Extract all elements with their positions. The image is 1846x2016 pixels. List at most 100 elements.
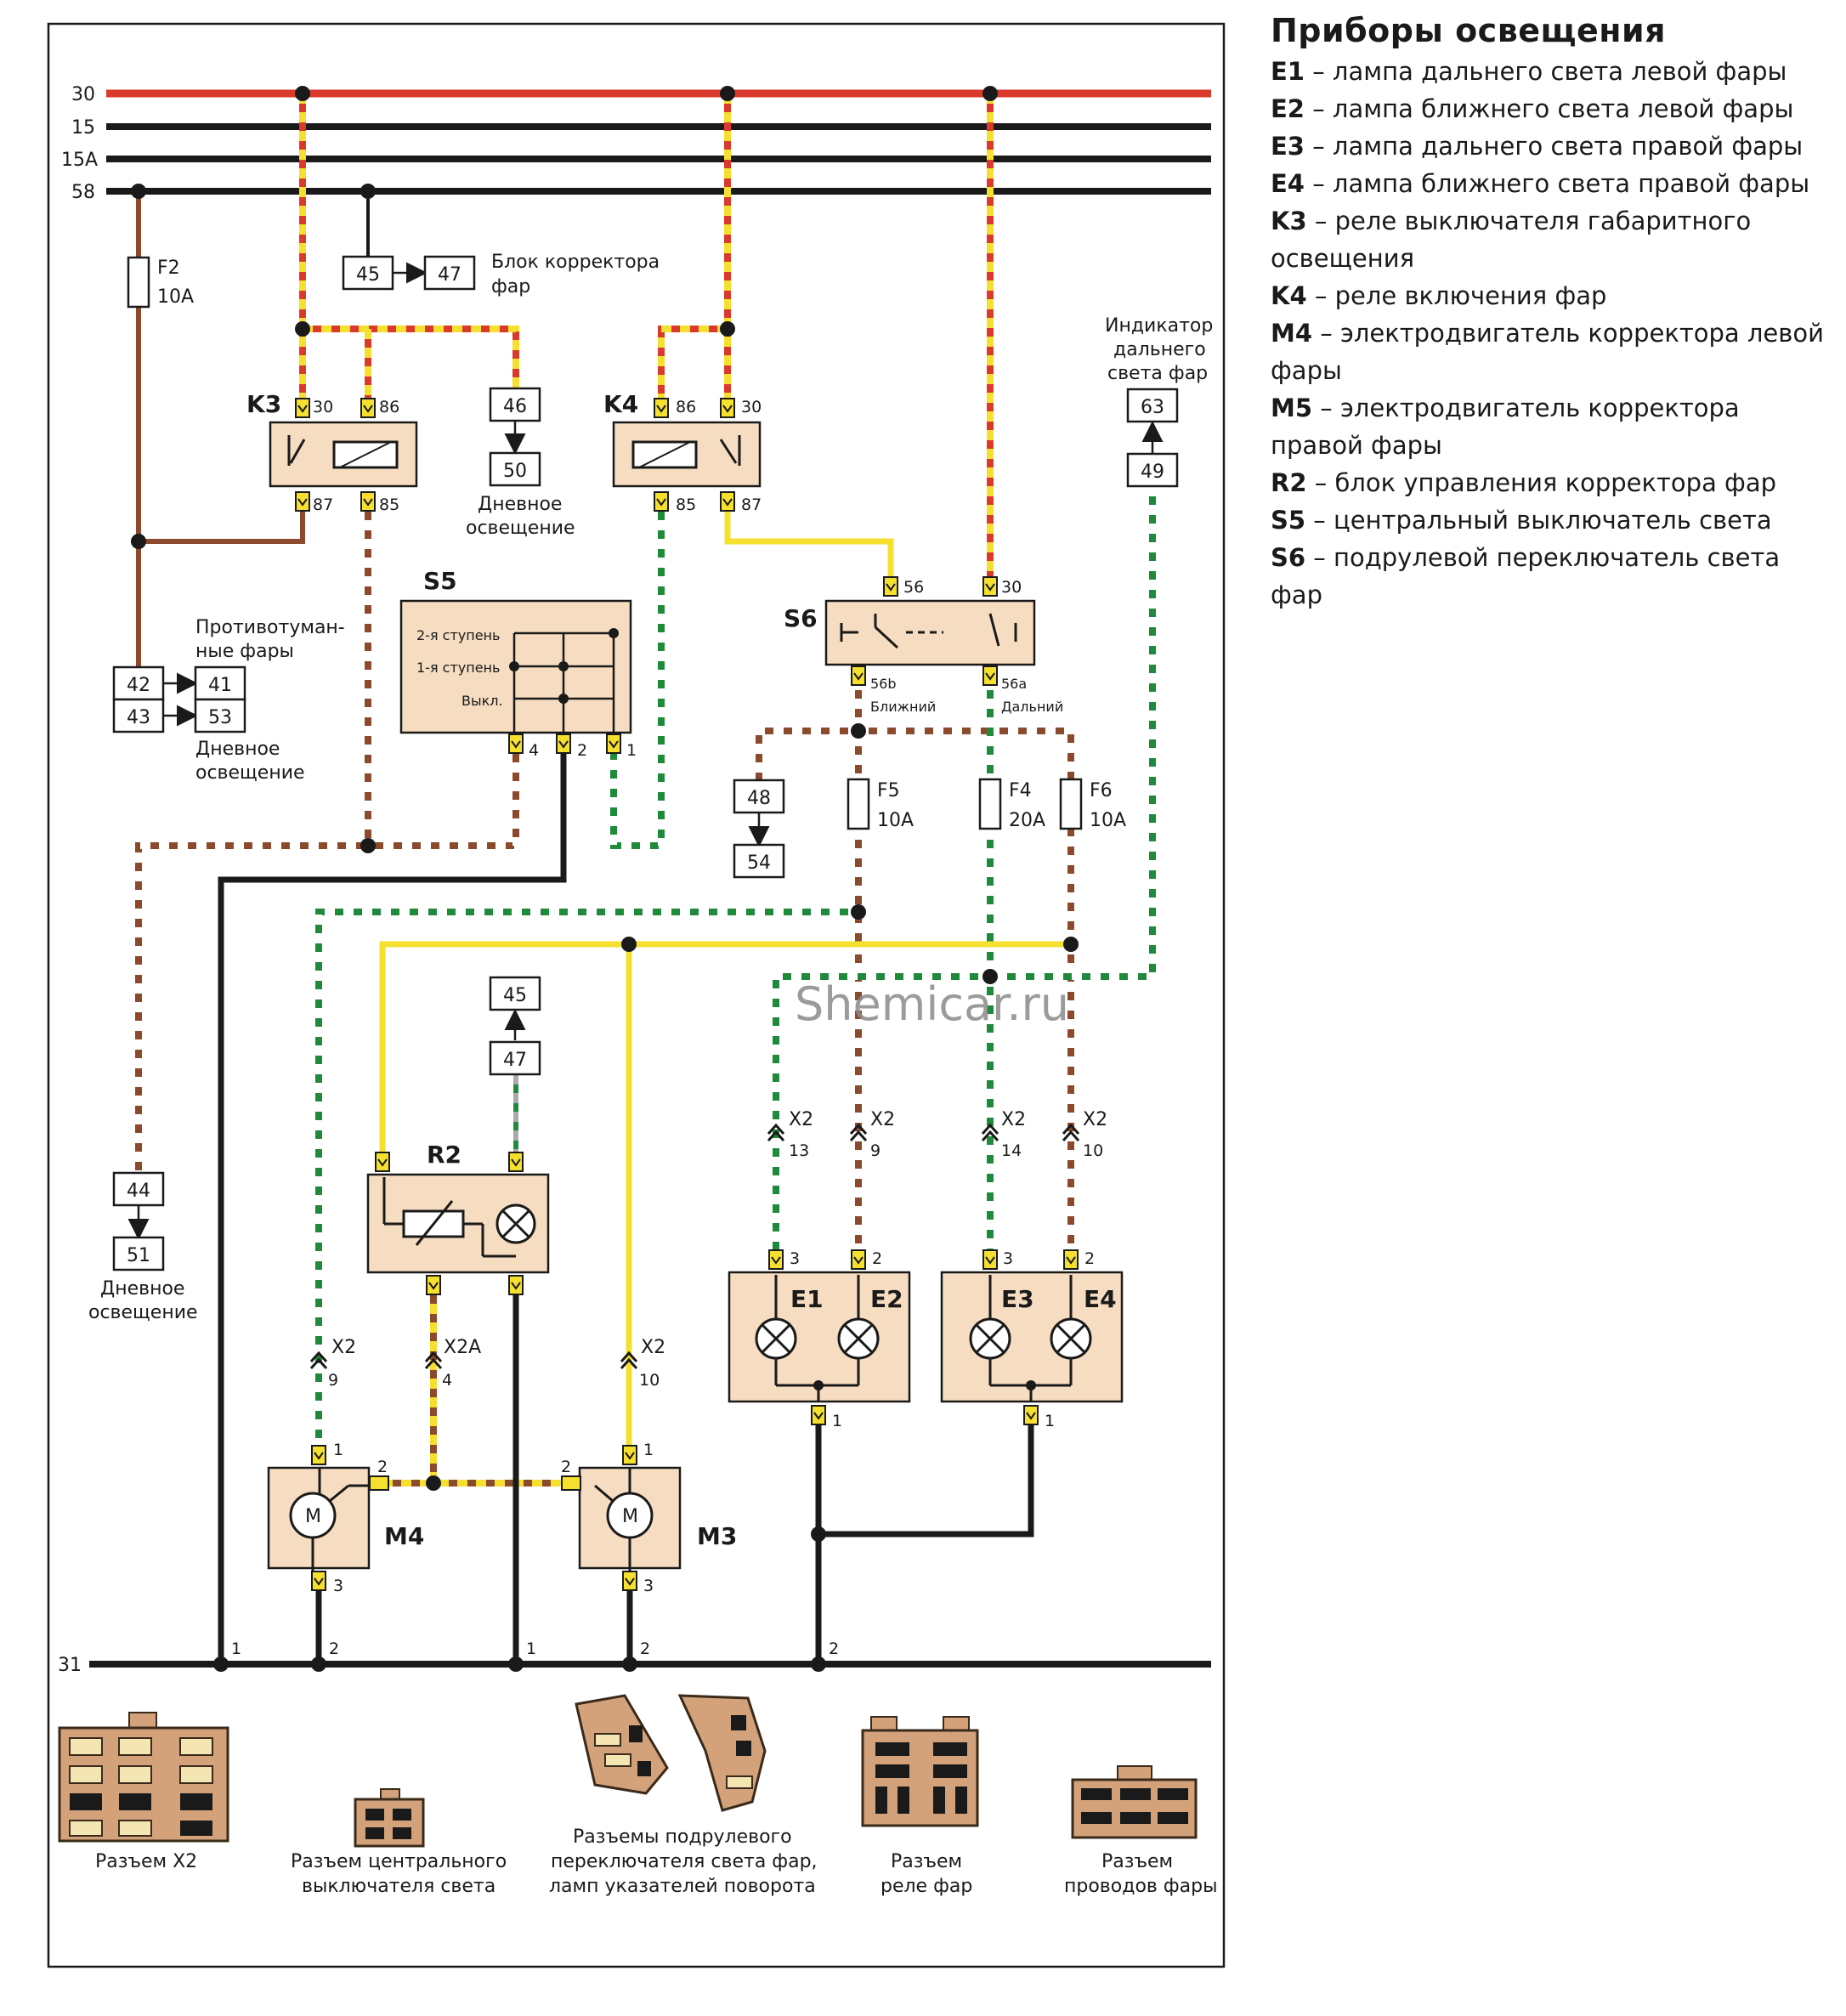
pin-marker-arrow [625, 1577, 635, 1586]
m3-pin2: 2 [561, 1458, 571, 1476]
connector-chevron [849, 1123, 868, 1142]
x2-13-name: X2 [789, 1109, 813, 1130]
watermark: Shemicar.ru [795, 977, 1069, 1031]
day-light-3-b: освещение [88, 1302, 198, 1323]
ref-47-mid-label: 47 [503, 1050, 527, 1071]
fuse-f4 [978, 778, 1002, 830]
connector-headlight-picture [1071, 1765, 1198, 1839]
connector-chevron [1062, 1123, 1080, 1142]
fuse-f5-name: F5 [877, 780, 900, 801]
x2a-4-pin: 4 [442, 1371, 452, 1390]
legend-code: K4 [1271, 281, 1307, 310]
s6-name: S6 [784, 604, 818, 632]
legend-text: – лампа дальнего света левой фары [1312, 57, 1787, 86]
pin-marker [1023, 1405, 1039, 1425]
legend-code: S6 [1271, 543, 1306, 572]
k4-name: K4 [603, 390, 638, 418]
legend-text: – электродвигатель корректора правой фар… [1271, 394, 1740, 460]
pin-marker-arrow [297, 405, 308, 413]
headlight-corrector-note: Блок корректора [491, 252, 660, 273]
k4-switch [719, 439, 738, 464]
ref-45-mid-label: 45 [503, 985, 527, 1006]
legend-item-s5: S5 – центральный выключатель света [1271, 501, 1832, 539]
caption-central-switch-a: Разъем центрального [291, 1851, 507, 1872]
e12-pin1: 1 [832, 1412, 842, 1430]
legend-item-e2: E2 – лампа ближнего света левой фары [1271, 90, 1832, 127]
day-light-2-a: Дневное [195, 739, 280, 760]
legend-text: – центральный выключатель света [1313, 506, 1772, 535]
legend-code: E1 [1271, 57, 1305, 86]
lamp-right-node [1026, 1380, 1036, 1390]
wire [303, 326, 519, 388]
s5-pin4: 4 [529, 741, 539, 760]
legend-item-m5: M5 – электродвигатель корректора правой … [1271, 389, 1832, 464]
pin-marker-arrow [722, 405, 733, 413]
m4-pin2: 2 [377, 1458, 388, 1476]
gnd-label-1a: 1 [231, 1639, 241, 1658]
gnd-label-2c: 2 [829, 1639, 839, 1658]
pin-marker [982, 1249, 998, 1270]
e12-pin2: 2 [872, 1249, 882, 1268]
x2-14-name: X2 [1001, 1109, 1026, 1130]
fuse-f2-name: F2 [157, 258, 180, 279]
s5-pos2: 2-я ступень [416, 627, 500, 643]
legend-text: – электродвигатель корректора левой фары [1271, 319, 1824, 385]
wire-stripe [658, 326, 728, 408]
pin-marker [851, 1249, 866, 1270]
caption-column-c: ламп указателей поворота [549, 1876, 816, 1897]
fuse-f2-rating: 10A [157, 286, 194, 308]
legend-code: S5 [1271, 506, 1306, 535]
k3-pin30: 30 [313, 398, 333, 416]
pin-marker-arrow [558, 740, 569, 749]
pin-marker [311, 1571, 326, 1591]
pin-marker-side [561, 1475, 581, 1491]
pin-marker [654, 491, 669, 512]
ref-54-label: 54 [747, 852, 771, 874]
bus-lines [89, 89, 1211, 1668]
wire [218, 744, 567, 1664]
pin-marker-arrow [377, 1158, 388, 1167]
m3-pin3: 3 [643, 1577, 654, 1595]
pin-marker [982, 665, 998, 686]
fuse-f2 [127, 256, 150, 309]
gnd-label-2a: 2 [329, 1639, 339, 1658]
legend-item-r2: R2 – блок управления корректора фар [1271, 464, 1832, 501]
ref-47-mid [489, 1040, 541, 1076]
wire [379, 941, 1071, 1162]
s5-pin1: 1 [626, 741, 637, 760]
pin-marker-arrow [886, 583, 896, 592]
ref-50 [489, 451, 541, 487]
ref-49-label: 49 [1141, 462, 1164, 483]
ref-63 [1126, 388, 1179, 423]
x2-14-pin: 14 [1001, 1141, 1022, 1160]
e34-pin2: 2 [1084, 1249, 1095, 1268]
e12-pin3: 3 [790, 1249, 800, 1268]
fuse-f6-name: F6 [1090, 780, 1113, 801]
pin-marker-arrow [722, 498, 733, 507]
x2-10l-pin: 10 [639, 1371, 660, 1390]
pin-marker [768, 1249, 784, 1270]
ref-45-top-label: 45 [356, 264, 380, 286]
wire [724, 501, 894, 586]
lamp-e1-icon [755, 1317, 797, 1360]
caption-headlight-b: проводов фары [1064, 1876, 1218, 1897]
connector-chevron [309, 1351, 328, 1370]
k3-pin86: 86 [379, 398, 399, 416]
ref-41-label: 41 [208, 675, 232, 696]
pin-marker [360, 398, 376, 418]
ref-51 [112, 1236, 165, 1271]
ref-41 [194, 665, 246, 701]
day-light-3-a: Дневное [100, 1278, 184, 1300]
e1-name: E1 [790, 1285, 824, 1313]
ref-47-top [423, 255, 476, 291]
pin-marker-arrow [363, 498, 373, 507]
bus-15-label: 15 [71, 117, 95, 139]
ref-42-label: 42 [127, 675, 150, 696]
k3-pin85: 85 [379, 496, 399, 514]
pin-marker [508, 1152, 524, 1172]
headlight-corrector-note-2: фар [491, 276, 530, 297]
ref-48 [733, 779, 785, 814]
diagram-frame [47, 22, 1226, 1968]
fog-b: ные фары [195, 641, 294, 662]
pin-marker [311, 1445, 326, 1465]
